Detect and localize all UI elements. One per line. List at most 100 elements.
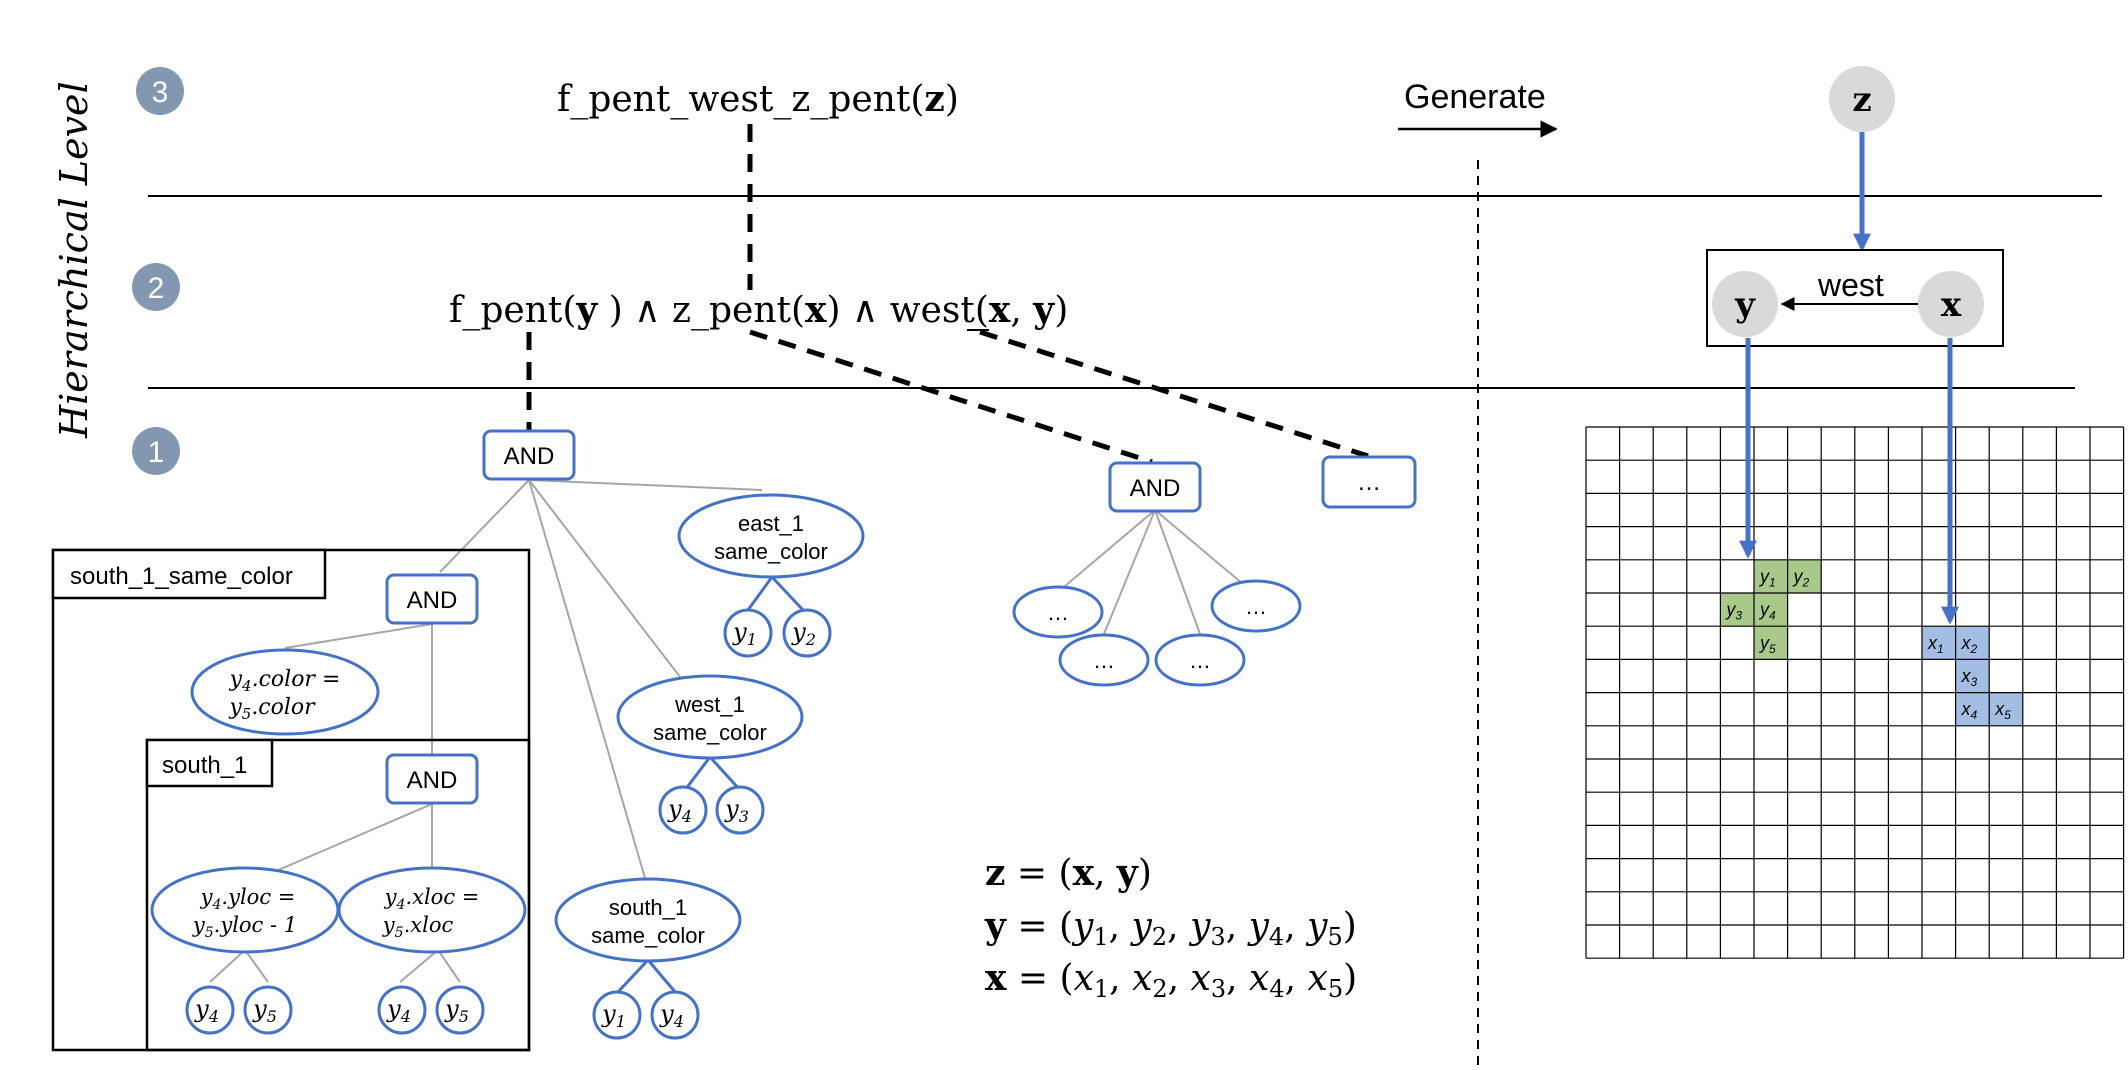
x-part-cell-label: x2 [1961, 633, 1978, 656]
svg-text:south_1: south_1 [609, 895, 687, 920]
y-node: y [1712, 271, 1778, 337]
xloc-condition-node: y4.xloc = y5.xloc [337, 866, 527, 954]
svg-text:same_color: same_color [714, 539, 828, 564]
svg-text:y4.yloc =: y4.yloc = [200, 885, 296, 913]
x-part-cell [1989, 692, 2023, 726]
svg-text:AND: AND [407, 767, 458, 794]
level3-formula: f_pent_west_z_pent(z) [557, 78, 959, 120]
svg-text:AND: AND [407, 587, 458, 614]
y-part-cell [1720, 593, 1754, 627]
y-part-cell [1787, 559, 1822, 593]
y-part-cell-label: y2 [1792, 566, 1810, 589]
svg-text:y4: y4 [667, 795, 692, 826]
and-node-south-same-color: AND [385, 573, 479, 625]
ellipsis-node-2: … [1058, 633, 1150, 687]
and-node-z-pent: AND [1108, 461, 1202, 513]
svg-text:same_color: same_color [653, 720, 767, 745]
svg-text:AND: AND [1130, 475, 1181, 502]
svg-text:…: … [1245, 594, 1267, 619]
z-definition: z = (x, y) [985, 852, 1152, 894]
y-part-cell [1754, 626, 1788, 660]
y-part-cell-label: y4 [1758, 600, 1776, 623]
svg-text:y4: y4 [386, 995, 411, 1026]
leaf-y4-west: y4 [658, 785, 708, 835]
south-1-box [145, 738, 531, 1052]
svg-text:…: … [1189, 648, 1211, 673]
leaf-y3-west: y3 [715, 785, 765, 835]
svg-text:3: 3 [152, 76, 169, 109]
leaf-y4-south: y4 [650, 990, 700, 1040]
ellipsis-node-1: … [1012, 585, 1104, 639]
svg-text:y1: y1 [601, 1000, 626, 1031]
and-node-root: AND [482, 429, 576, 481]
level2-formula: f_pent(y ) ∧ z_pent(x) ∧ west(x, y) [449, 289, 1068, 331]
scene-grid: y1 y2 y3 y4 y5 x1 x2 x3 x4 x5 [1585, 426, 2125, 959]
yloc-condition-node: y4.yloc = y5.yloc - 1 [150, 866, 340, 954]
svg-text:west_1: west_1 [674, 692, 745, 717]
leaf-y4-xloc: y4 [377, 985, 427, 1035]
ellipsis-node-4: … [1210, 579, 1302, 633]
svg-text:AND: AND [504, 443, 555, 470]
svg-text:…: … [1047, 600, 1069, 625]
svg-text:east_1: east_1 [738, 511, 804, 536]
y-part-cell-label: y1 [1758, 566, 1776, 589]
ellipsis-node-3: … [1154, 633, 1246, 687]
generate-label: Generate [1404, 78, 1546, 116]
leaf-y4-yloc: y4 [185, 985, 235, 1035]
svg-text:y5.color: y5.color [228, 695, 316, 723]
and-node-south-1: AND [385, 753, 479, 805]
y-part-cell [1754, 593, 1788, 627]
x-part-cell [1955, 626, 1990, 660]
x-part-cell [1922, 626, 1956, 660]
y-part-cell-label: y3 [1724, 600, 1742, 623]
south-1-tab [145, 738, 274, 788]
svg-text:y5.xloc: y5.xloc [382, 913, 454, 941]
svg-text:y4: y4 [194, 995, 219, 1026]
svg-text:same_color: same_color [591, 923, 705, 948]
x-part-cell-label: x1 [1927, 633, 1944, 656]
west-relation-label: west [1817, 267, 1884, 303]
x-part-cell [1955, 692, 1990, 726]
y-definition: y = (y1, y2, y3, y4, y5) [984, 905, 1357, 951]
x-part-cell-label: x4 [1961, 699, 1978, 722]
svg-text:y4: y4 [659, 1000, 684, 1031]
svg-text:y2: y2 [791, 618, 816, 649]
svg-text:y5: y5 [444, 995, 469, 1026]
z-node: z [1829, 66, 1895, 132]
tree-edges [209, 479, 1251, 983]
svg-text:y5.yloc - 1: y5.yloc - 1 [192, 913, 297, 941]
grounding-links [526, 124, 1369, 465]
leaf-edges [615, 575, 805, 995]
x-part-cell [1955, 659, 1990, 693]
leaf-y2-east: y2 [782, 608, 832, 658]
south-1-same-color-label: south_1_same_color [70, 563, 293, 590]
leaf-y5-yloc: y5 [243, 985, 293, 1035]
svg-text:y3: y3 [724, 795, 749, 826]
level-badge-2: 2 [132, 263, 180, 311]
svg-text:y1: y1 [732, 618, 757, 649]
svg-text:…: … [1357, 469, 1381, 496]
ellipsis-node-west: … [1321, 455, 1417, 509]
x-node: x [1918, 271, 1984, 337]
leaf-y1-east: y1 [723, 608, 773, 658]
y-part-cell-label: y5 [1758, 633, 1776, 656]
svg-text:y5: y5 [252, 995, 277, 1026]
south-1-label: south_1 [162, 752, 247, 779]
svg-text:z: z [1852, 80, 1871, 120]
svg-text:y: y [1734, 285, 1756, 325]
x-definition: x = (x1, x2, x3, x4, x5) [985, 957, 1357, 1003]
east-1-same-color-node: east_1 same_color [677, 493, 865, 579]
svg-text:2: 2 [148, 272, 165, 305]
svg-text:y4.xloc =: y4.xloc = [384, 885, 480, 913]
west-1-same-color-node: west_1 same_color [616, 674, 804, 760]
x-part-cell-label: x3 [1961, 666, 1978, 689]
level-badge-1: 1 [132, 427, 180, 475]
x-part-cell-label: x5 [1994, 699, 2011, 722]
south-1-same-color-tab [51, 548, 327, 600]
leaf-y1-south: y1 [592, 990, 642, 1040]
svg-text:…: … [1093, 648, 1115, 673]
hierarchical-level-label: Hierarchical Level [52, 81, 96, 439]
level-badge-3: 3 [136, 67, 184, 115]
svg-text:y4.color =: y4.color = [229, 667, 341, 695]
